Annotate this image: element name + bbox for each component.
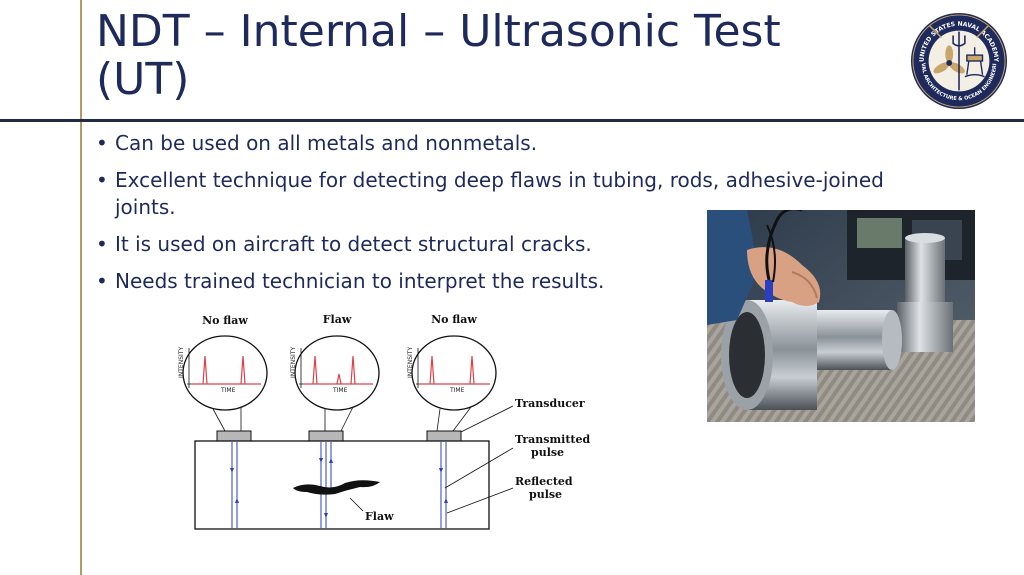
bullet-glyph: • xyxy=(96,168,108,192)
x-axis-label: TIME xyxy=(220,387,236,394)
bullet-item: • Excellent technique for detecting deep … xyxy=(96,167,926,221)
bullet-list: • Can be used on all metals and nonmetals… xyxy=(96,130,926,305)
transducer-1 xyxy=(216,430,252,442)
bullet-item: • Needs trained technician to interpret t… xyxy=(96,268,926,295)
bullet-text: It is used on aircraft to detect structu… xyxy=(115,232,592,256)
transmitted-pulse-callout: Transmitted xyxy=(515,433,590,446)
vertical-accent-line xyxy=(80,0,82,575)
bullet-item: • Can be used on all metals and nonmetals… xyxy=(96,130,926,157)
bullet-glyph: • xyxy=(96,131,108,155)
y-axis-label: INTENSITY xyxy=(407,347,414,378)
scope-label-flaw: Flaw xyxy=(323,313,352,326)
transmitted-pulse-callout-2: pulse xyxy=(531,446,564,459)
usna-naval-architecture-logo: UNITED STATES NAVAL ACADEMY NAVAL ARCHIT… xyxy=(910,12,1008,110)
bullet-glyph: • xyxy=(96,269,108,293)
propeller-icon xyxy=(933,45,965,74)
scope-display-1: INTENSITY TIME xyxy=(178,335,268,411)
scope-label-no-flaw-2: No flaw xyxy=(431,313,477,326)
ultrasonic-inspection-photo xyxy=(707,210,975,422)
transducer-3 xyxy=(426,430,462,442)
scope-display-2: INTENSITY TIME xyxy=(290,335,380,411)
bullet-text: Can be used on all metals and nonmetals. xyxy=(115,131,538,155)
transducer-2 xyxy=(308,430,344,442)
y-axis-label: INTENSITY xyxy=(178,347,185,378)
scope-display-3: INTENSITY TIME xyxy=(407,335,497,411)
ultrasonic-test-diagram: No flaw Flaw No flaw INTENSITY TIME INTE… xyxy=(178,313,590,530)
platform-icon xyxy=(964,47,985,78)
bullet-item: • It is used on aircraft to detect struct… xyxy=(96,231,926,258)
flaw-shape xyxy=(293,480,380,495)
title-divider xyxy=(0,119,1024,122)
y-axis-label: INTENSITY xyxy=(290,347,297,378)
transducer-callout: Transducer xyxy=(515,397,585,410)
reflected-pulse-callout-2: pulse xyxy=(529,488,562,501)
x-axis-label: TIME xyxy=(332,387,348,394)
bullet-text: Needs trained technician to interpret th… xyxy=(115,269,605,293)
bullet-text: Excellent technique for detecting deep f… xyxy=(115,168,884,219)
reflected-pulse-callout: Reflected xyxy=(515,475,573,488)
bullet-glyph: • xyxy=(96,232,108,256)
trident-icon xyxy=(952,31,966,91)
flaw-callout: Flaw xyxy=(365,510,394,523)
scope-label-no-flaw-1: No flaw xyxy=(202,314,248,327)
x-axis-label: TIME xyxy=(449,387,465,394)
slide-title: NDT – Internal – Ultrasonic Test (UT) xyxy=(96,6,781,105)
